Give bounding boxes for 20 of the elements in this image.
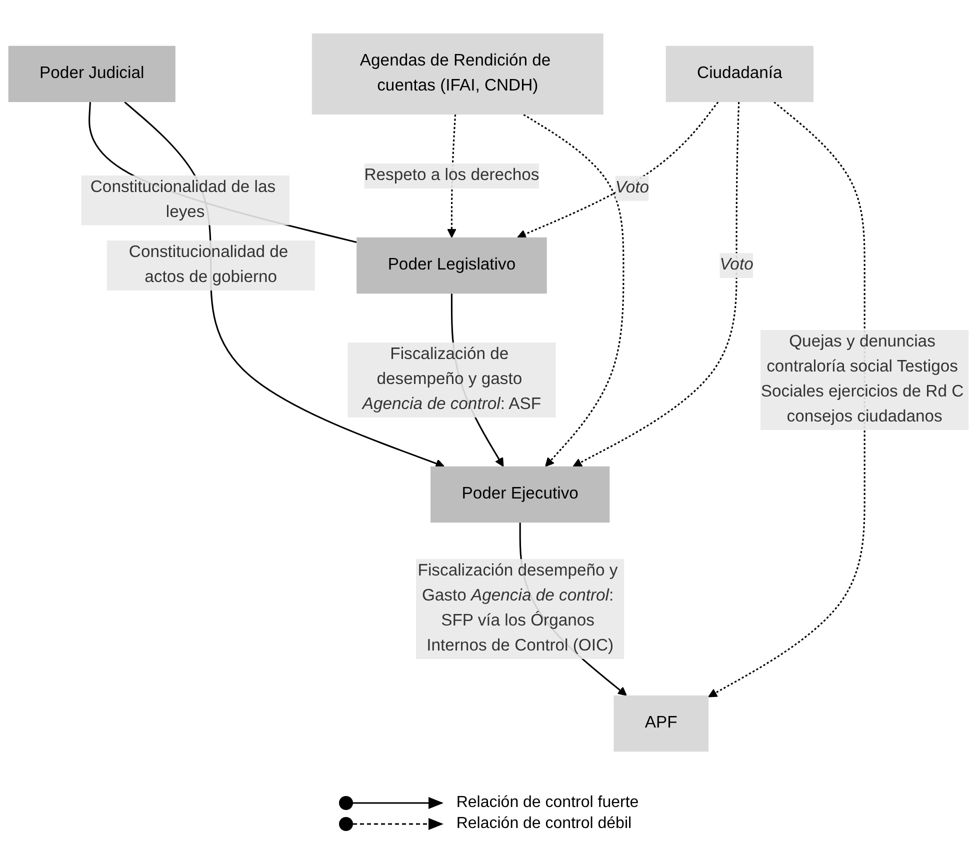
- edge-label: Fiscalización de desempeño y gasto Agencia de control: ASF: [362, 346, 542, 414]
- node-box: Poder Legislativo: [356, 237, 547, 294]
- arrow: [572, 102, 740, 467]
- edge-label: Voto: [720, 256, 754, 274]
- edge-label: Constitucionalidad de actos de gobierno: [128, 244, 288, 286]
- edge-label: Respeto a los derechos: [364, 166, 540, 184]
- legend-text: Relación de control fuerte: [456, 794, 639, 812]
- edge-label: Fiscalización desempeño y Gasto Agencia de control: SFP vía los Órganos Internos de Control (OIC): [418, 562, 618, 655]
- arrow: [708, 101, 866, 698]
- arrow: [517, 102, 719, 238]
- arrow: [523, 114, 624, 467]
- node-box: Ciudadanía: [666, 46, 814, 102]
- edge-label: Voto: [615, 178, 649, 197]
- legend-text: Relación de control débil: [456, 815, 632, 833]
- node-box: Poder Ejecutivo: [430, 466, 610, 523]
- edge-label: Quejas y denuncias contraloría social Testigos Sociales ejercicios de Rd C consejos ciudadanos: [760, 333, 964, 426]
- node-box: Agendas de Rendición de cuentas (IFAI, CNDH): [312, 33, 604, 115]
- node-box: Poder Judicial: [8, 46, 176, 102]
- node-box: APF: [614, 695, 709, 752]
- edge-label: Constitucionalidad de las leyes: [90, 178, 276, 222]
